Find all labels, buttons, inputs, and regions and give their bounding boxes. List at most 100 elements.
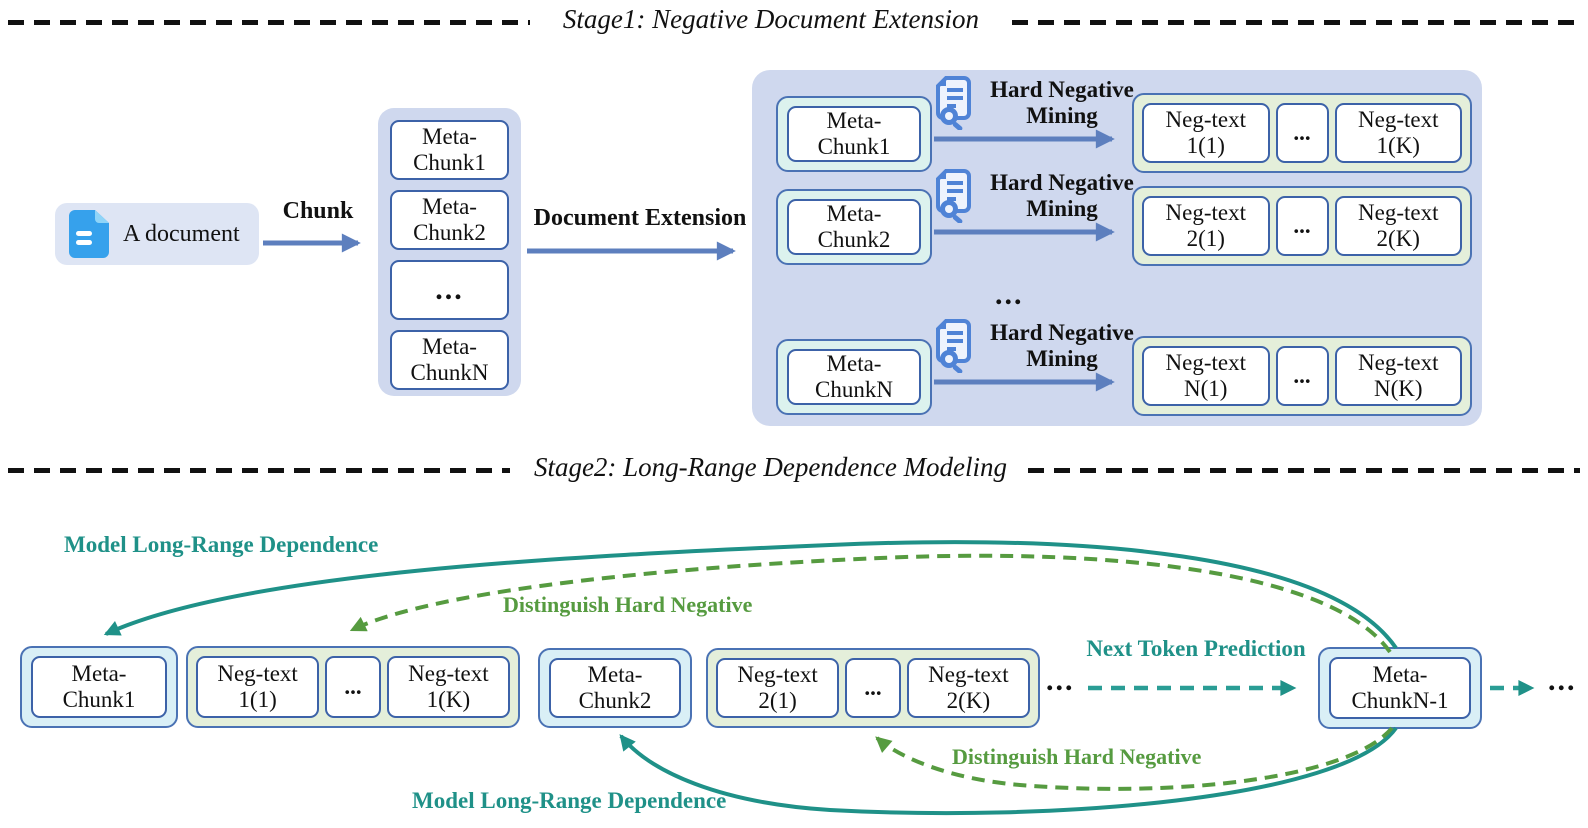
s2-group1-ellipsis-text: ... <box>344 674 362 700</box>
row3-neg-group: Neg-text N(1) ... Neg-text N(K) <box>1132 336 1472 416</box>
row3-neg-ellipsis: ... <box>1275 346 1329 406</box>
s2-group1-neg1-line1: Neg-text <box>217 661 298 687</box>
s2-meta-chunkN1-outer: Meta- ChunkN-1 <box>1318 647 1482 729</box>
row1-neg1-line2: 1(1) <box>1186 133 1225 158</box>
row2-meta-chunk-outer: Meta- Chunk2 <box>776 189 932 265</box>
row1-meta-chunk: Meta- Chunk1 <box>787 106 921 162</box>
row3-meta-chunk: Meta- ChunkN <box>787 349 921 405</box>
row3-negK-line2: N(K) <box>1373 376 1423 401</box>
s2-meta-chunkN1-line2: ChunkN-1 <box>1351 688 1449 713</box>
row3-neg1: Neg-text N(1) <box>1142 346 1270 406</box>
s2-group2-negK-line2: 2(K) <box>946 688 991 713</box>
next-token-label: Next Token Prediction <box>1086 636 1306 661</box>
document-label: A document <box>123 220 240 247</box>
mining-label-row1: Hard Negative Mining <box>978 77 1146 129</box>
row3-neg-ellipsis-text: ... <box>1293 363 1311 389</box>
row2-neg1: Neg-text 2(1) <box>1142 196 1270 256</box>
distinguish-bottom-label: Distinguish Hard Negative <box>952 744 1202 769</box>
row1-meta-chunk-outer: Meta- Chunk1 <box>776 96 932 172</box>
mining-label-row1-line2: Mining <box>1026 102 1098 128</box>
s2-group1-negK-line1: Neg-text <box>408 661 489 687</box>
stage1-dash-left <box>8 20 530 25</box>
row1-neg1-line1: Neg-text <box>1165 107 1246 133</box>
s2-group1-neg1-line2: 1(1) <box>238 687 277 712</box>
mining-label-row2-line1: Hard Negative <box>990 170 1134 195</box>
stack-ellipsis: ... <box>435 273 464 307</box>
stage2-title: Stage2: Long-Range Dependence Modeling <box>533 452 1008 482</box>
stack-meta-chunk2-line2: Chunk2 <box>413 220 486 245</box>
s2-group2-ellipsis: ... <box>845 658 901 718</box>
s2-group1-negK: Neg-text 1(K) <box>386 656 510 718</box>
model-long-range-top-label: Model Long-Range Dependence <box>64 532 379 557</box>
row2-negK: Neg-text 2(K) <box>1334 196 1462 256</box>
row2-meta-chunk-line1: Meta- <box>826 201 882 227</box>
mining-label-row1-line1: Hard Negative <box>990 77 1134 102</box>
s2-group2-negK-line1: Neg-text <box>928 662 1009 688</box>
model-long-range-bottom-label: Model Long-Range Dependence <box>412 788 727 813</box>
s2-group1-neg1: Neg-text 1(1) <box>196 656 320 718</box>
row2-meta-chunk-line2: Chunk2 <box>817 227 891 252</box>
distinguish-top-label: Distinguish Hard Negative <box>503 592 753 617</box>
s2-group2-negK: Neg-text 2(K) <box>906 658 1030 718</box>
stack-meta-chunk1: Meta- Chunk1 <box>390 120 509 180</box>
row2-neg1-line1: Neg-text <box>1165 200 1246 226</box>
s2-end-ellipsis: ... <box>1548 664 1577 697</box>
s2-group1-ellipsis: ... <box>325 656 381 718</box>
row3-neg1-line2: N(1) <box>1184 376 1228 401</box>
s2-meta-chunkN1: Meta- ChunkN-1 <box>1329 657 1471 719</box>
row3-negK: Neg-text N(K) <box>1334 346 1462 406</box>
row2-negK-line1: Neg-text <box>1358 200 1439 226</box>
row2-meta-chunk: Meta- Chunk2 <box>787 199 921 255</box>
mining-label-row3-line2: Mining <box>1026 345 1098 371</box>
mining-label-row3: Hard Negative Mining <box>978 320 1146 372</box>
stage1-title: Stage1: Negative Document Extension <box>562 4 980 34</box>
mining-label-row2: Hard Negative Mining <box>978 170 1146 222</box>
stack-meta-chunk2: Meta- Chunk2 <box>390 190 509 250</box>
s2-neg-group2: Neg-text 2(1) ... Neg-text 2(K) <box>706 648 1040 728</box>
mining-icon-row2 <box>934 169 976 228</box>
s2-group2-neg1-line1: Neg-text <box>737 662 818 688</box>
row2-negK-line2: 2(K) <box>1376 226 1420 251</box>
s2-neg-group1: Neg-text 1(1) ... Neg-text 1(K) <box>186 646 520 728</box>
stage2-dash-right <box>1028 468 1580 473</box>
stack-meta-chunk1-line1: Meta- <box>422 124 477 150</box>
s2-meta-chunk1-line1: Meta- <box>71 661 127 687</box>
stack-ellipsis-box: ... <box>390 260 509 320</box>
row2-neg-ellipsis: ... <box>1275 196 1329 256</box>
row3-neg1-line1: Neg-text <box>1165 350 1246 376</box>
row2-neg1-line2: 2(1) <box>1186 226 1225 251</box>
mining-label-row3-line1: Hard Negative <box>990 320 1134 345</box>
row1-meta-chunk-line1: Meta- <box>826 108 882 134</box>
stage1-rows-ellipsis: ... <box>995 278 1024 311</box>
row1-neg-ellipsis-text: ... <box>1293 120 1311 146</box>
row1-negK-line1: Neg-text <box>1358 107 1439 133</box>
s2-group2-neg1-line2: 2(1) <box>758 688 797 713</box>
row3-negK-line1: Neg-text <box>1358 350 1439 376</box>
s2-meta-chunk2-outer: Meta- Chunk2 <box>538 648 692 728</box>
stack-meta-chunk1-line2: Chunk1 <box>413 150 486 175</box>
extension-arrow-label: Document Extension <box>533 205 747 231</box>
s2-meta-chunk1: Meta- Chunk1 <box>31 656 167 718</box>
s2-meta-chunk2-line1: Meta- <box>587 662 643 688</box>
s2-meta-chunk2: Meta- Chunk2 <box>549 658 681 718</box>
stage2-dash-left <box>8 468 510 473</box>
row2-neg-group: Neg-text 2(1) ... Neg-text 2(K) <box>1132 186 1472 266</box>
row3-meta-chunk-line2: ChunkN <box>815 377 893 402</box>
s2-group1-negK-line2: 1(K) <box>426 687 471 712</box>
row1-negK-line2: 1(K) <box>1376 133 1420 158</box>
s2-mid-ellipsis: ... <box>1046 664 1075 697</box>
stack-meta-chunkN-line2: ChunkN <box>410 360 489 385</box>
row1-neg1: Neg-text 1(1) <box>1142 103 1270 163</box>
chunk-arrow-label: Chunk <box>282 198 354 224</box>
row1-meta-chunk-line2: Chunk1 <box>817 134 891 159</box>
row1-negK: Neg-text 1(K) <box>1334 103 1462 163</box>
s2-group2-ellipsis-text: ... <box>864 675 882 701</box>
row1-neg-group: Neg-text 1(1) ... Neg-text 1(K) <box>1132 93 1472 173</box>
document-box: A document <box>55 203 259 265</box>
s2-group2-neg1: Neg-text 2(1) <box>716 658 840 718</box>
s2-meta-chunk2-line2: Chunk2 <box>578 688 652 713</box>
stack-meta-chunkN-line1: Meta- <box>422 334 477 360</box>
s2-meta-chunk1-line2: Chunk1 <box>62 687 136 712</box>
stage1-dash-right <box>1012 20 1580 25</box>
